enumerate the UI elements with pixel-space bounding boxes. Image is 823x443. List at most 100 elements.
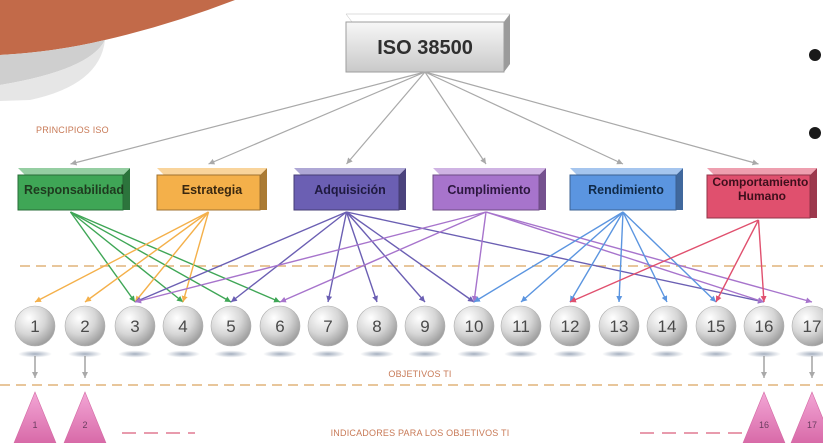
objective-number: 7 [323,317,332,336]
indicator-triangle: 2 [63,391,107,443]
objective-number: 4 [178,317,187,336]
box-side-face [260,168,267,210]
principle-label: Estrategia [182,183,243,197]
title-connector [424,71,624,165]
principle-box: Cumplimiento [432,168,546,211]
objective-ball: 11 [500,305,542,358]
principle-objective-arrow [757,219,767,303]
objective-ball: 8 [356,305,398,358]
objective-number: 1 [30,317,39,336]
ball-sphere [356,305,398,347]
objective-ball: 12 [549,305,591,358]
title-box: ISO 38500 [345,13,511,73]
principle-objective-arrow [181,211,210,303]
box-front-face [293,174,400,211]
principle-box: Responsabilidad [17,168,130,211]
ball-sphere [500,305,542,347]
title-connector [70,71,426,166]
objective-number: 3 [130,317,139,336]
ball-shadow [553,350,587,358]
ball-sphere [114,305,156,347]
ball-sphere [259,305,301,347]
bullet-dot [809,49,821,61]
principle-objective-arrow [485,211,765,304]
objective-ball: 14 [646,305,688,358]
ball-sphere [695,305,737,347]
indicator-number: 2 [82,420,87,430]
ball-sphere [453,305,495,347]
objective-ball: 3 [114,305,156,358]
indicator-triangle: 17 [790,391,823,443]
objective-number: 12 [561,317,580,336]
objective-ball: 7 [307,305,349,358]
principle-label: Rendimiento [588,183,664,197]
indicator-triangle: 1 [13,391,57,443]
principle-label: Responsabilidad [24,183,124,197]
indicators-label: INDICADORES PARA LOS OBJETIVOS TI [331,428,510,438]
ball-sphere [64,305,106,347]
box-top-face [570,168,683,175]
ball-shadow [650,350,684,358]
ball-sphere [307,305,349,347]
box-top-face [18,168,130,175]
principle-objective-arrow [34,211,209,303]
objective-indicator-arrows [32,356,815,378]
triangle-shape [742,391,786,443]
objective-number: 5 [226,317,235,336]
principle-objective-arrow [471,211,487,303]
ball-shadow [166,350,200,358]
principle-box: Estrategia [156,168,267,211]
title-connector [208,71,426,165]
indicator-number: 1 [32,420,37,430]
title-connector [424,71,487,165]
ball-shadow [602,350,636,358]
principle-objective-arrow [346,211,475,303]
principle-objective-arrow [520,211,624,303]
objective-ball: 13 [598,305,640,358]
box-top-face [707,168,817,175]
principle-objective-arrows [34,211,813,304]
ball-sphere [14,305,56,347]
box-top-face [157,168,267,175]
principle-objective-arrow [622,211,668,303]
ball-shadow [118,350,152,358]
principle-objective-arrow [70,211,281,303]
box-front-face [706,174,811,219]
principle-objective-arrow [346,211,765,304]
principle-objective-arrow [616,211,624,303]
box-front-face [432,174,540,211]
objective-number: 17 [803,317,822,336]
objective-ball: 16 [743,305,785,358]
principle-objective-arrow [84,211,209,303]
objective-ball: 4 [162,305,204,358]
objective-ball: 9 [404,305,446,358]
principle-boxes: Responsabilidad Estrategia Adquisición C… [17,168,817,219]
principle-box: Rendimiento [569,168,683,211]
objective-number: 2 [80,317,89,336]
ball-shadow [747,350,781,358]
box-front-face [569,174,677,211]
indicator-number: 17 [807,420,817,430]
principle-objective-arrow [134,211,347,303]
principle-objective-arrow [569,211,624,303]
principle-box: Comportamiento Humano [706,168,817,219]
principle-objective-arrow [230,211,347,303]
objective-number: 16 [755,317,774,336]
corner-decoration [0,0,235,101]
indicator-number: 16 [759,420,769,430]
principle-objective-arrow [473,211,624,303]
ball-sphere [162,305,204,347]
ball-shadow [68,350,102,358]
principle-objective-arrow [134,211,210,303]
box-side-face [539,168,546,210]
title-connector [346,71,426,165]
objective-number: 14 [658,317,677,336]
objective-ball: 1 [14,305,56,358]
ball-sphere [598,305,640,347]
ball-shadow [360,350,394,358]
principle-objective-arrow [70,211,184,303]
principle-objective-arrow [279,211,487,303]
principle-objective-arrow [345,211,426,303]
ball-shadow [408,350,442,358]
